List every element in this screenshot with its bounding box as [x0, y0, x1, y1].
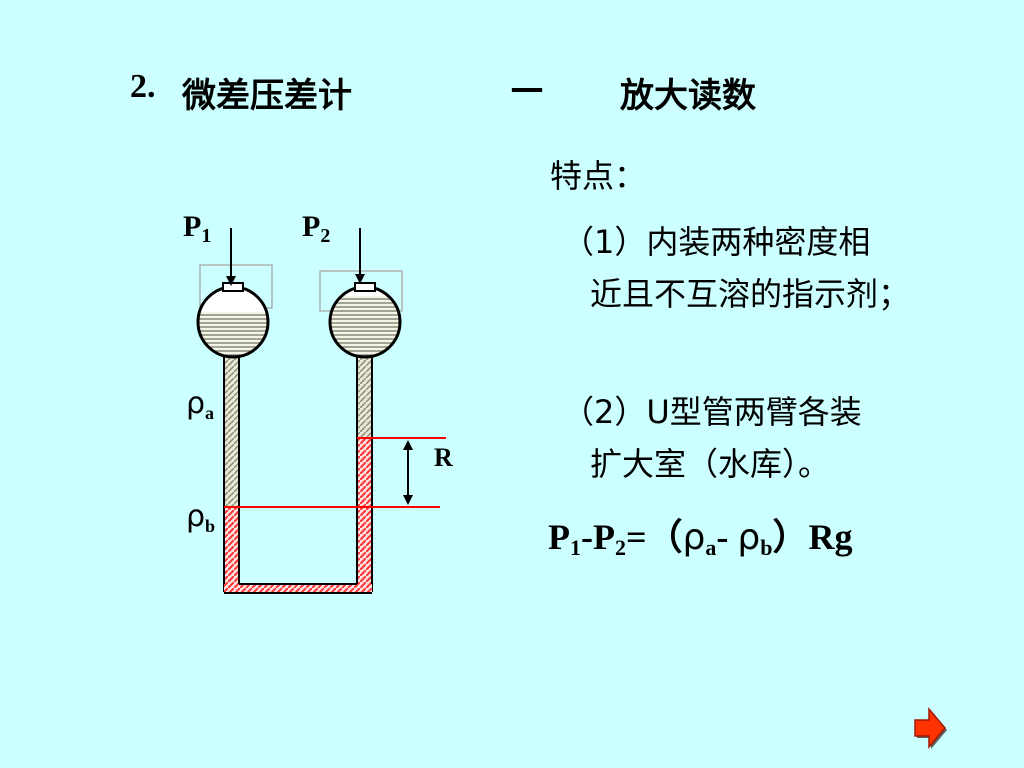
label-p1: P1 — [183, 210, 211, 247]
formula-dash: - — [581, 517, 593, 557]
feature-item-2-line1: （2）U型管两臂各装 — [562, 393, 862, 431]
left-tube — [223, 356, 240, 592]
feature-item-2-rest: 扩大室（水库）。 — [590, 445, 831, 483]
formula-rho-a-sub: a — [705, 535, 717, 560]
formula-p2: P — [593, 517, 615, 557]
feature-item-2: （2）U型管两臂各装 扩大室（水库）。 — [562, 386, 992, 490]
title-dash: — — [510, 68, 544, 108]
formula-minus: - — [716, 517, 738, 557]
formula-equals: =（ — [626, 517, 683, 557]
left-expansion-chamber — [196, 282, 270, 359]
title-subtitle: 放大读数 — [620, 76, 756, 116]
formula-p1: P — [548, 517, 570, 557]
title-number: 2. — [130, 68, 156, 105]
formula-close: ）Rg — [772, 517, 853, 557]
p2-arrow — [355, 228, 365, 284]
next-arrow-icon[interactable] — [912, 706, 948, 750]
label-r: R — [434, 443, 453, 472]
feature-item-1-rest: 近且不互溶的指示剂； — [590, 275, 911, 313]
formula-p1-sub: 1 — [570, 535, 581, 560]
formula-p2-sub: 2 — [615, 535, 626, 560]
right-expansion-chamber — [328, 282, 402, 359]
formula-rho-a: ρ — [682, 517, 706, 558]
pressure-formula: P1-P2=（ρa- ρb）Rg — [548, 508, 852, 561]
label-rho-a: ρa — [186, 386, 214, 423]
formula-rho-b: ρ — [737, 517, 761, 558]
title-text: 微差压差计 — [182, 76, 352, 116]
label-rho-b: ρb — [186, 499, 215, 536]
label-p2: P2 — [302, 210, 330, 247]
right-tube — [356, 356, 373, 592]
r-dimension-arrow — [403, 440, 413, 505]
feature-item-1: （1）内装两种密度相 近且不互溶的指示剂； — [562, 216, 992, 320]
p1-arrow — [226, 228, 236, 286]
features-heading: 特点： — [550, 157, 647, 195]
feature-item-1-line1: （1）内装两种密度相 — [562, 223, 871, 261]
bottom-tube — [224, 583, 372, 594]
formula-rho-b-sub: b — [760, 535, 773, 560]
